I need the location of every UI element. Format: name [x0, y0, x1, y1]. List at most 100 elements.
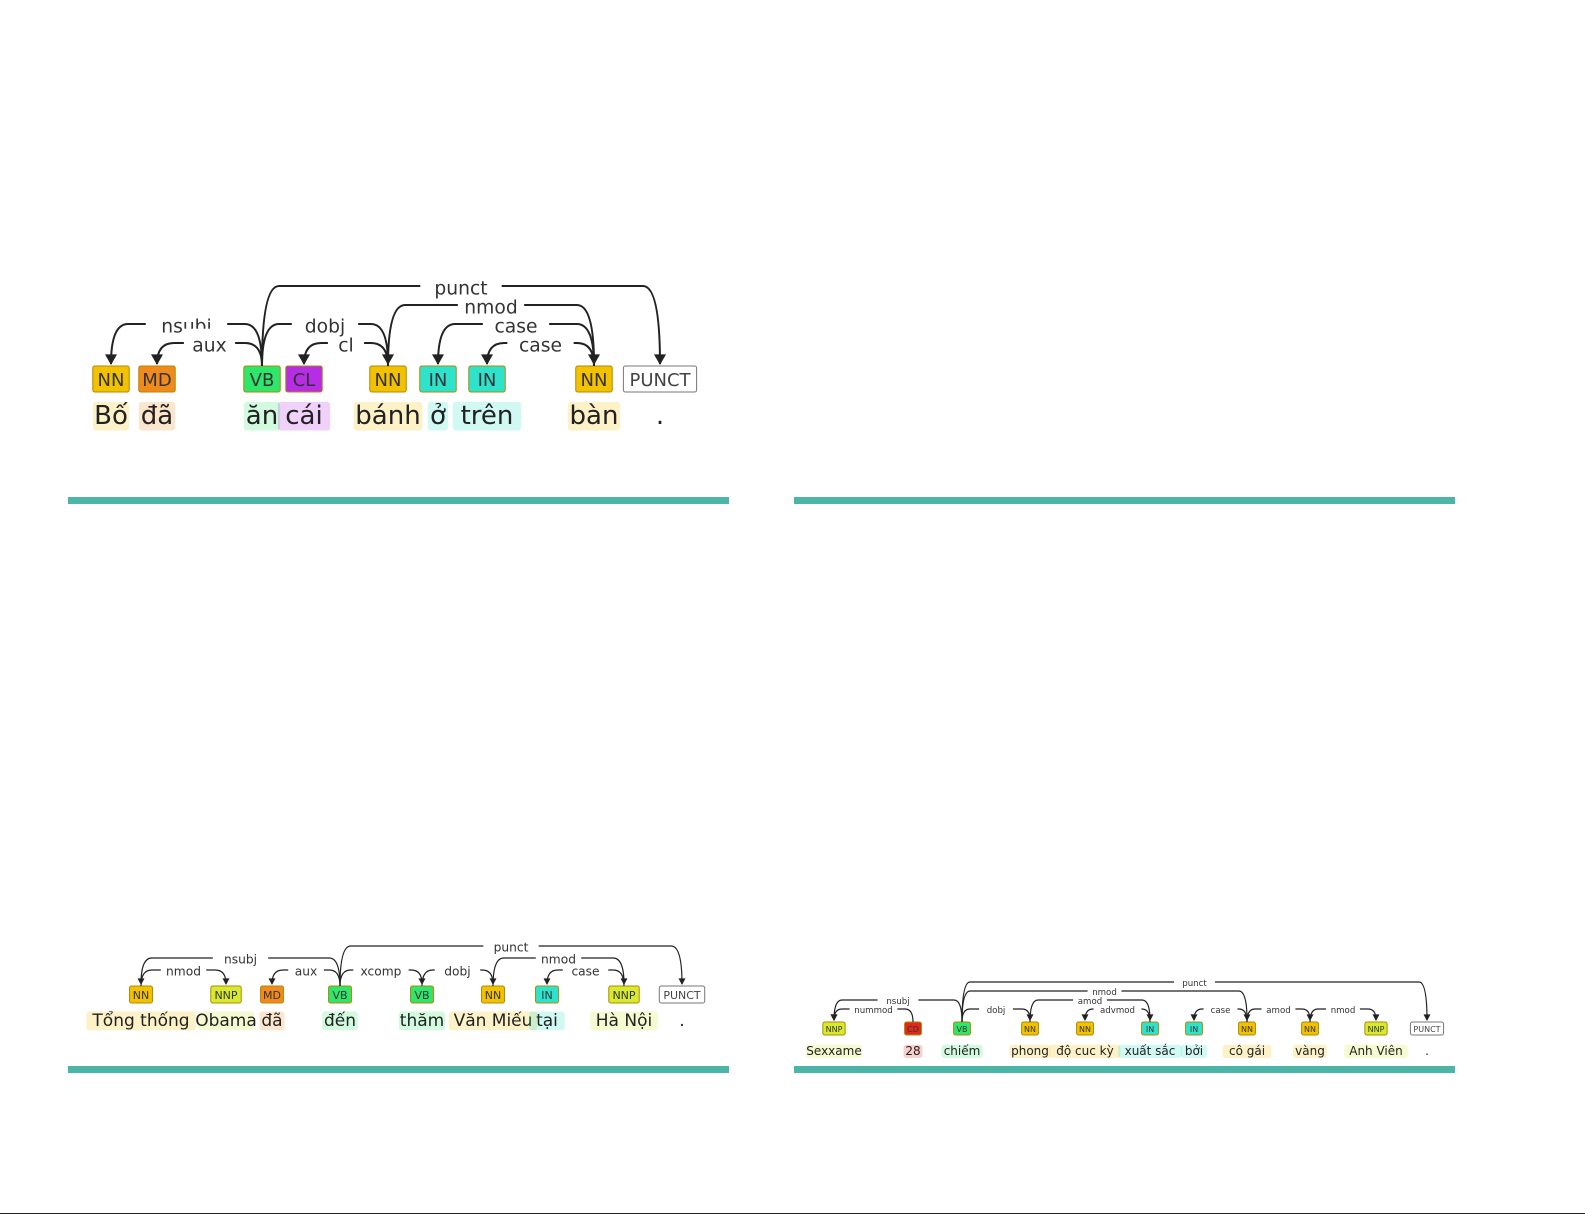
arrowhead [298, 354, 310, 365]
arrowhead [1372, 1014, 1380, 1021]
pos-tag-box [1185, 1021, 1203, 1036]
pos-tag-box [1364, 1021, 1388, 1036]
pos-tag-box [260, 985, 284, 1004]
token-word: độ cuc kỳ [1056, 1044, 1113, 1058]
pos-tag: NN [133, 989, 149, 1002]
word-highlight [427, 401, 449, 431]
word-highlight [649, 401, 671, 431]
arrowhead [1146, 1014, 1154, 1021]
pos-tag: CD [907, 1025, 919, 1034]
token-word: phong [1011, 1044, 1049, 1058]
arrowhead [1081, 1014, 1089, 1021]
token-word: ăn [246, 401, 278, 431]
arc-label: cl [338, 336, 353, 357]
pos-tag-box [1076, 1021, 1094, 1036]
token-word: Hà Nội [596, 1011, 652, 1031]
arrowhead [654, 354, 666, 365]
pos-tag-box [468, 365, 506, 393]
arrowhead [1423, 1014, 1431, 1021]
arc-label: xcomp [361, 965, 402, 979]
divider-top-left [68, 497, 729, 504]
pos-tag: IN [541, 989, 552, 1002]
token-word: xuất sắc [1125, 1044, 1176, 1058]
word-highlight [277, 401, 331, 431]
token-word: Obama [195, 1011, 257, 1031]
arc-label: nsubj [886, 997, 909, 1007]
token-word: . [656, 401, 664, 431]
arrowhead [620, 978, 628, 985]
arrowhead [481, 354, 493, 365]
pos-tag: NN [581, 370, 608, 391]
token: PUNCT. [658, 985, 706, 1031]
token: NN phong [1009, 1021, 1051, 1058]
word-highlight [1009, 1044, 1051, 1058]
arc-label: nmod [1092, 988, 1117, 998]
token-word: 28 [905, 1044, 920, 1058]
dependency-arc: aux [268, 960, 341, 987]
word-highlight [322, 1011, 358, 1031]
dependency-arc: nsubj [105, 309, 263, 367]
arc-label: amod [1266, 1006, 1290, 1016]
arc-label: nsubj [224, 953, 257, 967]
pos-tag-box [210, 985, 242, 1004]
word-highlight [197, 1011, 255, 1031]
word-highlight [903, 1044, 923, 1058]
word-highlight [1049, 1044, 1121, 1058]
pos-tag-box [658, 985, 706, 1004]
pos-tag-box [419, 365, 457, 393]
token-word: Bố [94, 401, 128, 431]
dependency-arc: nsubj [830, 993, 963, 1023]
pos-tag: NN [1024, 1025, 1036, 1034]
token-word: thăm [400, 1011, 444, 1031]
dependency-arc: case [1190, 1002, 1248, 1023]
arrowhead [678, 978, 686, 985]
pos-tag: NN [1079, 1025, 1091, 1034]
pos-tag: IN [1146, 1025, 1154, 1034]
word-highlight [243, 401, 281, 431]
dependency-arc: nmod [492, 948, 628, 987]
arc-label: dobj [305, 317, 345, 338]
token-word: Anh Viên [1349, 1044, 1403, 1058]
word-highlight [674, 1011, 690, 1031]
pos-tag: PUNCT [629, 370, 691, 391]
word-highlight [1421, 1044, 1433, 1058]
arrowhead [137, 978, 145, 985]
pos-tag: VB [957, 1025, 968, 1034]
dependency-arc: punct [261, 271, 666, 367]
pos-tag: VB [332, 989, 347, 1002]
word-highlight [1293, 1044, 1327, 1058]
word-highlight [398, 1011, 446, 1031]
pos-tag: NN [1304, 1025, 1316, 1034]
word-highlight [353, 401, 423, 431]
word-highlight [529, 1011, 565, 1031]
word-highlight [452, 401, 522, 431]
dependency-arc: case [543, 960, 625, 987]
dependency-arc: case [432, 309, 595, 367]
dependency-arc: amod [1246, 1002, 1314, 1023]
arc-label: nmod [166, 965, 201, 979]
arc-label: case [519, 336, 562, 357]
pos-tag: NNP [1368, 1025, 1385, 1034]
arc-label: nummod [854, 1006, 893, 1016]
token-word: cô gái [1229, 1044, 1265, 1058]
arrowhead [588, 354, 600, 365]
word-highlight [259, 1011, 285, 1031]
divider-bottom-left [68, 1066, 729, 1073]
word-highlight [1344, 1044, 1408, 1058]
dependency-arc: dobj [421, 960, 497, 987]
pos-tag: NNP [612, 989, 635, 1002]
pos-tag-box [822, 1021, 846, 1036]
